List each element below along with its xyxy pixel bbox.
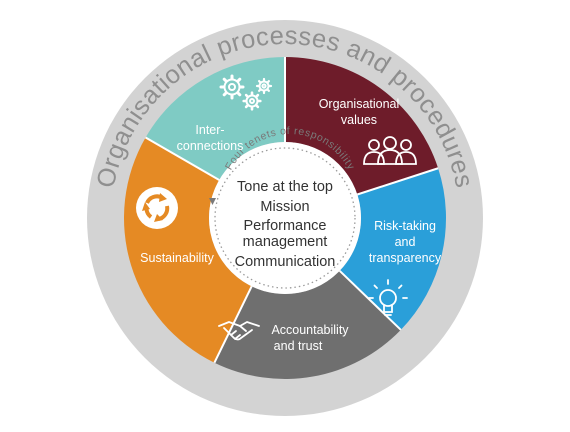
segment-risk-taking-transparency [339, 168, 446, 330]
center-line-management: management [243, 234, 328, 250]
center-line-communication: Communication [235, 254, 336, 270]
handshake-icon [218, 321, 260, 341]
segment-divider [338, 270, 402, 331]
cycle-arrows-icon [136, 187, 178, 229]
label-risk-taking-2: and [395, 235, 416, 249]
label-risk-taking-3: transparency [369, 251, 442, 265]
label-organisational-values-1: Organisational [319, 97, 400, 111]
center-text-group: Tone at the top Mission Performance mana… [235, 179, 336, 270]
segments-group [123, 57, 446, 380]
center-line-performance: Performance [243, 218, 326, 234]
dotted-circle-arrowhead [209, 198, 216, 205]
segment-accountability-trust [214, 270, 401, 380]
people-group-icon [363, 136, 417, 165]
segment-divider [356, 167, 439, 196]
center-line-mission: Mission [260, 199, 309, 215]
center-line-tone: Tone at the top [237, 179, 333, 195]
segment-interconnections [145, 57, 285, 180]
label-interconnections-1: Inter- [195, 123, 224, 137]
label-risk-taking-1: Risk-taking [374, 219, 436, 233]
label-sustainability: Sustainability [140, 251, 214, 265]
dotted-circle [214, 147, 356, 289]
segment-organisational-values [285, 57, 439, 195]
segment-divider [213, 285, 253, 364]
gears-icon [219, 74, 273, 111]
center-circle [209, 142, 361, 294]
segment-divider [145, 136, 220, 181]
segment-dividers [145, 57, 439, 364]
segment-labels: Inter- connections Organisational values… [140, 97, 442, 353]
label-accountability-1: Accountability [271, 323, 349, 337]
lightbulb-icon [368, 279, 408, 316]
label-accountability-2: and trust [274, 339, 323, 353]
label-organisational-values-2: values [341, 113, 377, 127]
label-interconnections-2: connections [177, 139, 244, 153]
